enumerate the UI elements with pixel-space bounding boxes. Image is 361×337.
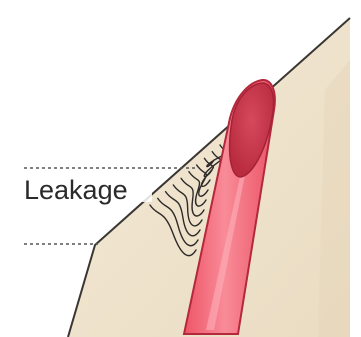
leakage-label: Leakage (24, 175, 128, 205)
